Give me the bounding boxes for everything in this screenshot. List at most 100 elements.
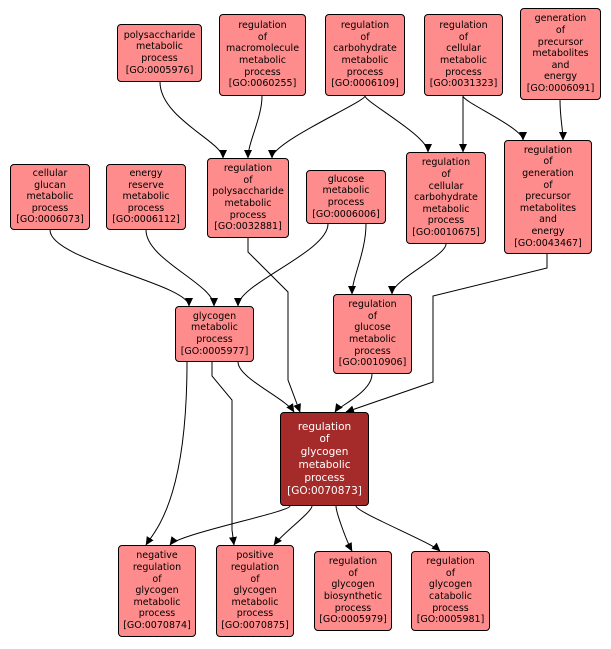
node-label-line: process	[244, 66, 281, 78]
node-label-line: process	[141, 53, 178, 64]
edge-n5976-to-n32881	[159, 81, 227, 159]
node-label-line: process	[427, 215, 465, 227]
node-go-id: [GO:0010675]	[412, 226, 480, 238]
node-label-line: and	[539, 214, 557, 226]
node-label-line: glucose	[354, 322, 391, 334]
node-go-id: [GO:0070875]	[221, 619, 289, 631]
edge-n5977-to-n70875	[211, 362, 237, 546]
node-label-line: of	[555, 25, 566, 37]
edge-n70873-to-n5981	[355, 505, 441, 552]
node-label-line: metabolic	[341, 55, 389, 66]
node-label-line: metabolic	[231, 596, 279, 608]
node-label-line: of	[441, 169, 451, 181]
node-label-line: metabolic	[239, 55, 286, 66]
node-go-id: [GO:0070873]	[287, 484, 362, 497]
node-label-line: regulation	[426, 556, 475, 568]
node-label-line: precursor	[537, 36, 584, 48]
node-label-line: glycogen	[428, 579, 473, 591]
node-label-line: regulation	[421, 157, 471, 169]
node-label-line: glycogen	[300, 446, 349, 459]
edge-n31323-to-n43467	[462, 95, 527, 141]
node-label-line: positive	[236, 550, 274, 562]
node-label-line: metabolic	[191, 322, 238, 334]
node-label-line: energy	[543, 71, 578, 83]
node-go-id: [GO:0060255]	[228, 78, 297, 90]
node-label-line: metabolic	[349, 334, 396, 345]
node-label-line: of	[367, 310, 378, 322]
node-label-line: glycogen	[192, 310, 237, 322]
node-label-line: of	[348, 567, 358, 579]
node-label-line: of	[445, 567, 456, 579]
node-go-id: [GO:0010906]	[338, 357, 407, 369]
edge-n6109-to-n32881	[268, 95, 366, 159]
edge-n43467-to-n70873	[345, 254, 548, 414]
node-label-line: of	[257, 31, 268, 43]
node-go-id: [GO:0031323]	[429, 78, 498, 90]
edge-n6091-to-n43467	[558, 99, 567, 141]
node-label-line: metabolites	[532, 48, 589, 60]
node-label-line: metabolic	[322, 185, 370, 197]
node-label-line: of	[250, 573, 260, 585]
node-label-line: process	[334, 602, 372, 614]
node-label-line: regulation	[523, 144, 573, 156]
node-label-line: of	[360, 31, 370, 43]
node-label-line: regulation	[223, 163, 273, 175]
node-go-id: [GO:0005977]	[180, 345, 249, 357]
node-go-id: [GO:0006112]	[112, 214, 180, 226]
node-label-line: generation	[522, 168, 574, 180]
node-label-line: carbohydrate	[414, 192, 478, 204]
node-label-line: process	[432, 602, 469, 614]
edge-n6073-to-n5977	[49, 229, 193, 307]
node-label-line: metabolic	[298, 459, 351, 471]
node-label-line: regulation	[238, 20, 287, 32]
node-label-line: regulation	[132, 562, 182, 574]
node-go-id: [GO:0070874]	[123, 619, 191, 631]
node-label-line: process	[229, 209, 267, 221]
node-go-id: [GO:0006091]	[526, 82, 595, 94]
node-go-id: [GO:0005981]	[416, 614, 485, 626]
node-label-line: energy	[129, 168, 163, 180]
edge-n6006-to-n10906	[348, 223, 367, 295]
edge-n5977-to-n70873	[237, 361, 295, 413]
node-label-line: of	[319, 433, 330, 446]
node-label-line: negative	[136, 550, 178, 562]
node-label-line: reserve	[128, 179, 164, 191]
node-label-line: metabolic	[122, 191, 170, 203]
node-label-line: process	[445, 66, 482, 78]
node-label-line: regulation	[328, 556, 378, 568]
node-label-line: cellular	[32, 168, 68, 180]
node-label-line: cellular	[446, 43, 481, 55]
node-label-line: regulation	[340, 20, 390, 32]
edge-n6112-to-n5977	[145, 229, 218, 307]
node-go-id: [GO:0006006]	[312, 208, 380, 220]
node-go-id: [GO:0006109]	[331, 78, 399, 90]
edge-n6109-to-n10675	[364, 95, 432, 153]
node-label-line: of	[543, 179, 553, 191]
node-label-line: process	[31, 202, 69, 214]
edge-n60255-to-n32881	[244, 95, 263, 159]
edge-n5977-to-n70874	[145, 361, 188, 546]
node-label-line: catabolic	[429, 591, 472, 602]
node-label-line: glycogen	[135, 585, 179, 597]
node-label-line: process	[304, 471, 345, 484]
node-label-line: regulation	[297, 420, 352, 433]
